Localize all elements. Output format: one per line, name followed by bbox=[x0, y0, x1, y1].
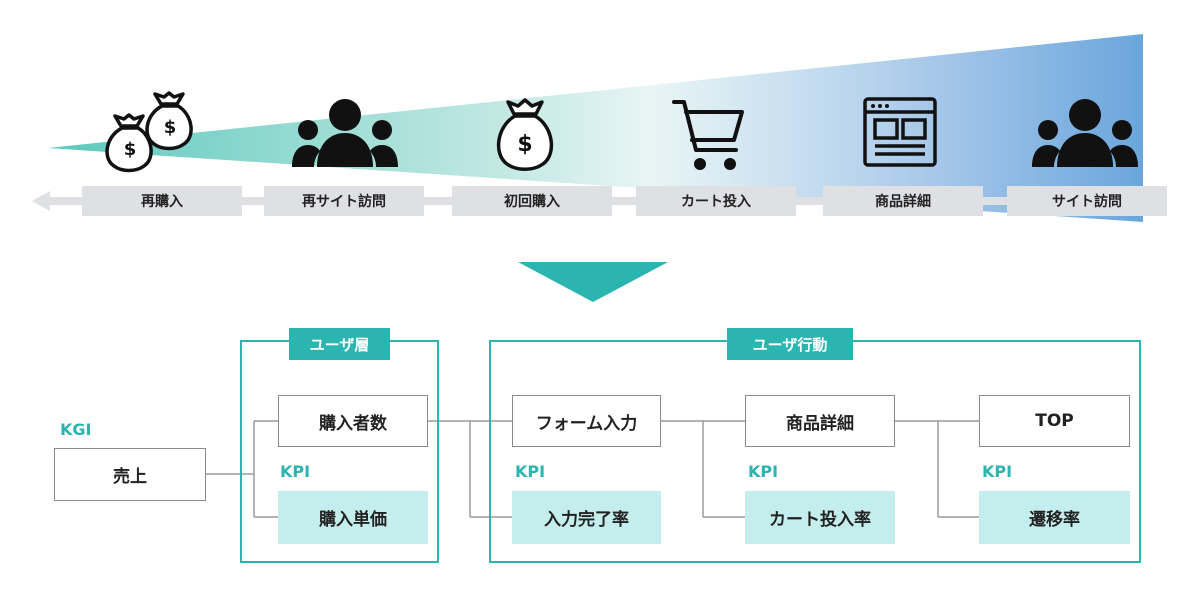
funnel-arrow-head bbox=[32, 191, 50, 211]
stage-label-first-purchase: 初回購入 bbox=[452, 186, 612, 216]
stage-label-site-visit: サイト訪問 bbox=[1007, 186, 1167, 216]
transition-rate-kpi-box: 遷移率 bbox=[979, 491, 1130, 544]
money-bags-icon: $ $ bbox=[105, 91, 193, 173]
money-bag-icon: $ bbox=[496, 98, 554, 171]
completion-rate-kpi-box: 入力完了率 bbox=[512, 491, 661, 544]
user-group-icon bbox=[1032, 99, 1138, 167]
user-group-icon bbox=[292, 99, 398, 167]
product-detail-kpi-label: KPI bbox=[748, 462, 779, 481]
stage-label-cart: カート投入 bbox=[636, 186, 796, 216]
purchasers-count-box: 購入者数 bbox=[278, 395, 428, 447]
stage-label-repurchase: 再購入 bbox=[82, 186, 242, 216]
top-page-box: TOP bbox=[979, 395, 1130, 447]
stage-label-revisit: 再サイト訪問 bbox=[264, 186, 424, 216]
user-layer-kpi-label: KPI bbox=[280, 462, 311, 481]
user-action-title: ユーザ行動 bbox=[727, 328, 853, 360]
cart-rate-kpi-box: カート投入率 bbox=[745, 491, 895, 544]
unit-price-kpi-box: 購入単価 bbox=[278, 491, 428, 544]
svg-text:$: $ bbox=[164, 117, 177, 138]
svg-text:$: $ bbox=[124, 139, 137, 160]
stage-label-product-detail: 商品詳細 bbox=[823, 186, 983, 216]
form-input-box: フォーム入力 bbox=[512, 395, 661, 447]
user-layer-title: ユーザ層 bbox=[289, 328, 390, 360]
svg-text:$: $ bbox=[517, 132, 532, 157]
kgi-label: KGI bbox=[60, 420, 92, 439]
product-detail-box: 商品詳細 bbox=[745, 395, 895, 447]
browser-window-icon bbox=[863, 97, 937, 167]
top-page-kpi-label: KPI bbox=[982, 462, 1013, 481]
kgi-sales-box: 売上 bbox=[54, 448, 206, 501]
funnel-shape bbox=[48, 34, 1143, 222]
down-arrow-icon bbox=[518, 262, 668, 302]
form-input-kpi-label: KPI bbox=[515, 462, 546, 481]
shopping-cart-icon bbox=[672, 100, 744, 170]
